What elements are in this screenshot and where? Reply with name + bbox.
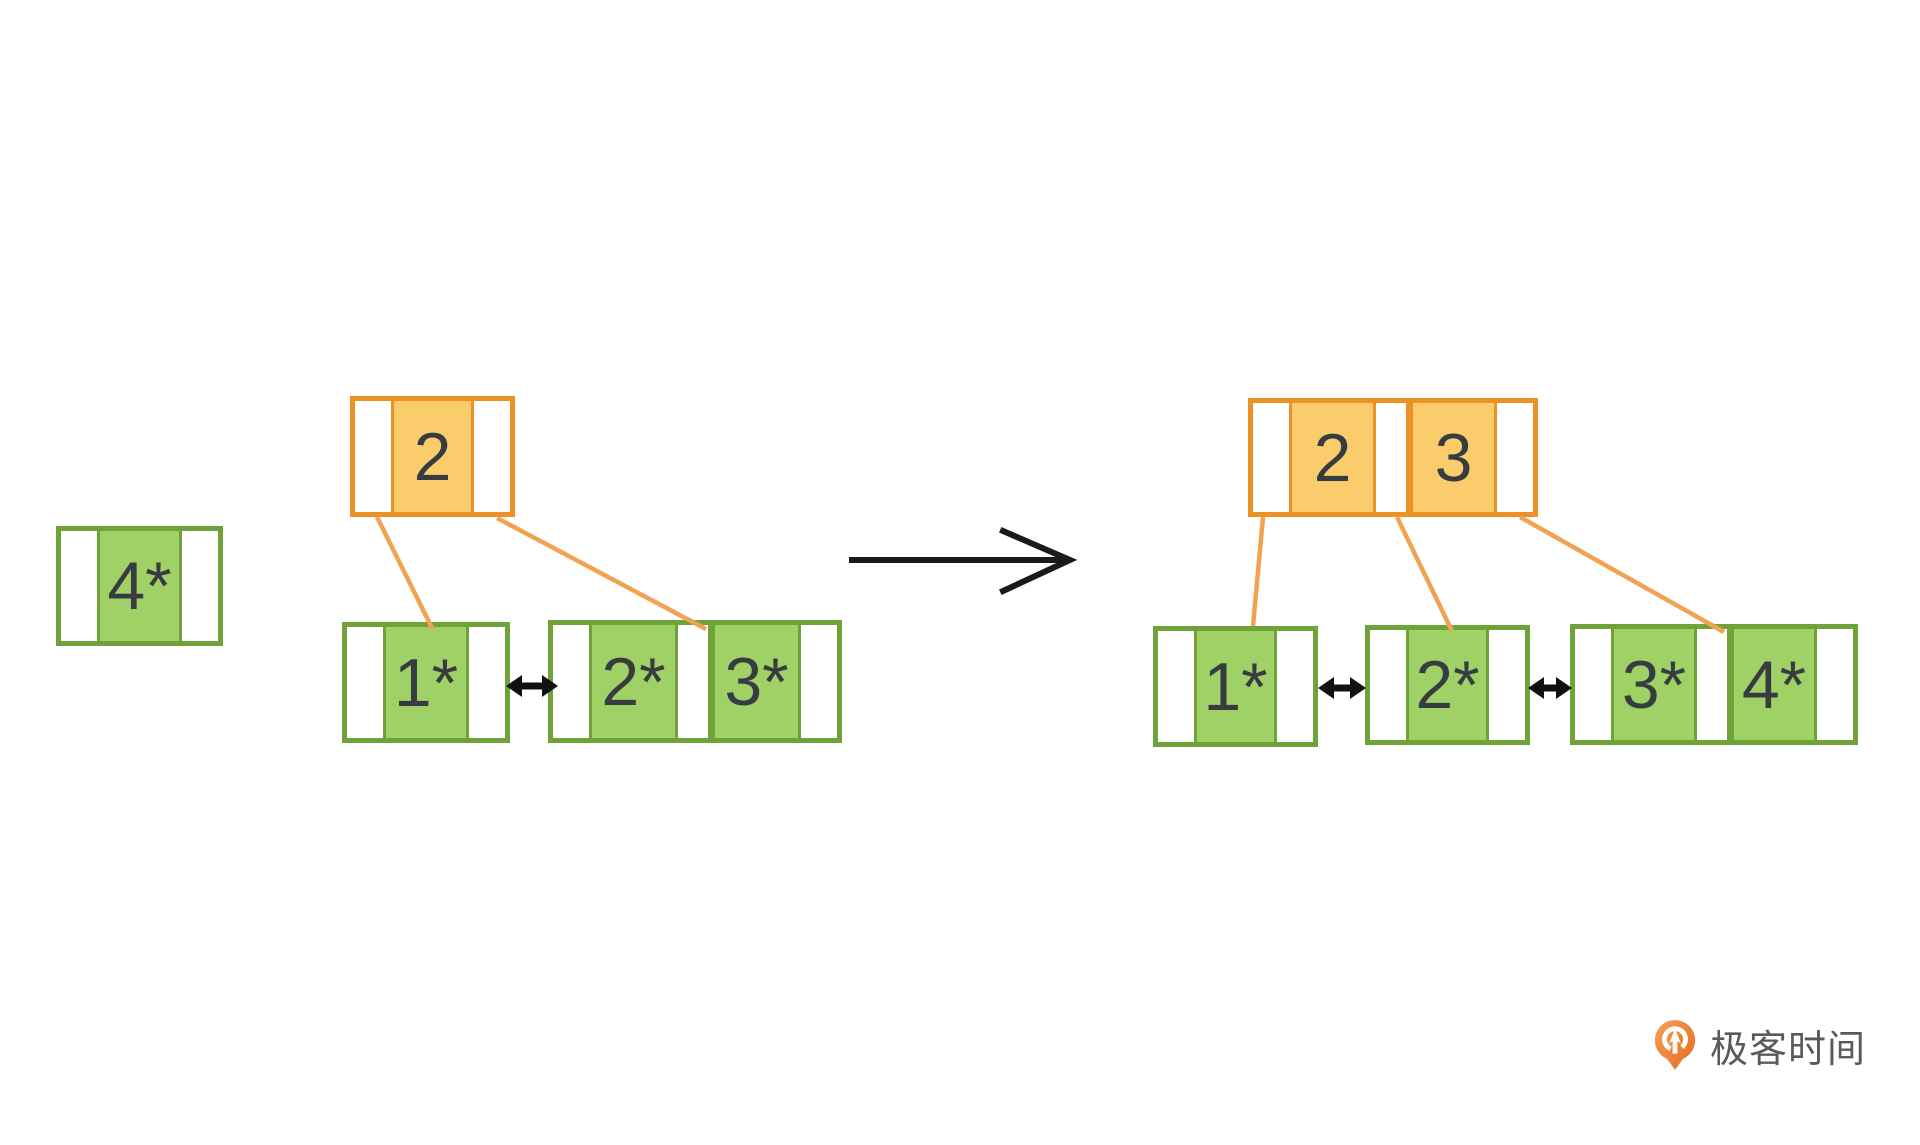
key-cell: 2* [1406,630,1489,740]
key-cell: 4* [97,531,182,641]
insert-record-node: 4* [56,526,223,646]
tree-pointer-line [1518,515,1726,634]
key-cell: 1* [1194,631,1277,742]
brand-logo: 极客时间 [1652,1016,1866,1074]
pointer-slot [1489,630,1525,740]
key-cell: 3* [715,625,801,738]
key-cell: 2* [589,625,678,738]
tree-pointer-line [495,516,708,631]
pointer-slot [801,625,837,738]
after-leaf-node-2: 2* [1365,625,1530,745]
before-leaf-node-1: 1* [342,622,510,743]
pointer-slot [678,625,708,738]
transform-arrow-icon [849,527,1078,595]
before-root-node: 2 [350,396,515,517]
pointer-slot [469,627,505,738]
key-cell: 4* [1734,629,1817,740]
after-leaf-node-3: 3* 4* [1570,624,1858,745]
pointer-slot [61,531,97,641]
bidirectional-link-icon [1318,677,1366,699]
tree-pointer-line [374,516,436,631]
page-divider [1727,629,1734,740]
pointer-slot [1817,629,1853,740]
pointer-slot [1370,630,1406,740]
pointer-slot [182,531,218,641]
key-cell: 3 [1413,403,1497,512]
pointer-slot [347,627,383,738]
after-leaf-node-1: 1* [1153,626,1318,747]
brand-logo-text: 极客时间 [1710,1026,1867,1071]
pointer-slot [1277,631,1313,742]
tree-pointer-line [1250,516,1266,627]
pointer-slot [1575,629,1611,740]
key-cell: 2 [391,401,474,512]
tree-pointer-line [1394,516,1455,632]
pointer-slot [1497,403,1533,512]
page-divider [1406,403,1413,512]
page-divider [708,625,715,738]
after-root-node: 2 3 [1248,398,1538,517]
key-cell: 2 [1289,403,1376,512]
pointer-slot [355,401,391,512]
pointer-slot [1697,629,1727,740]
key-cell: 1* [383,627,469,738]
key-cell: 3* [1611,629,1697,740]
pointer-slot [553,625,589,738]
bidirectional-link-icon [1528,677,1572,699]
pointer-slot [1158,631,1194,742]
pointer-slot [1253,403,1289,512]
geektime-logo-icon [1654,1020,1696,1070]
before-leaf-node-2: 2* 3* [548,620,842,743]
pointer-slot [1376,403,1406,512]
pointer-slot [474,401,510,512]
